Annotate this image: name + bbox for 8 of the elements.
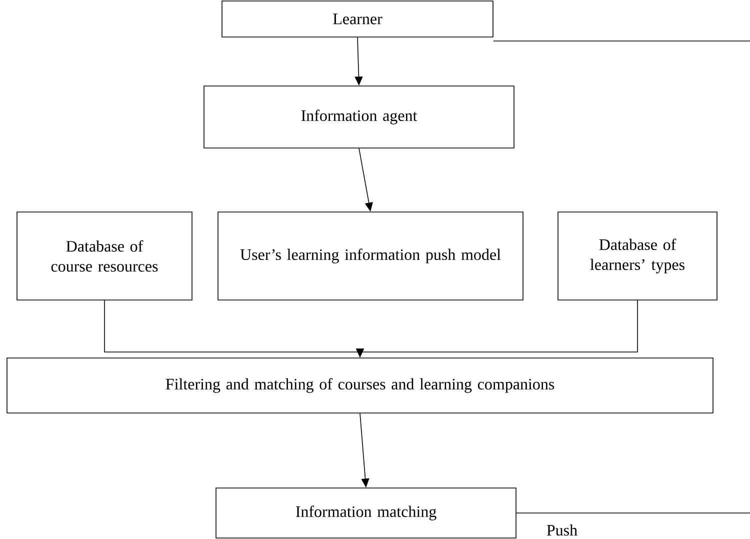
process-box: Database of learners’ types <box>558 212 718 300</box>
edge-label: Push <box>545 523 579 537</box>
process-box: Filtering and matching of courses and learning companions <box>6 358 714 414</box>
process-box: Information matching <box>216 488 516 538</box>
process-box: Database of course resources <box>16 212 192 300</box>
process-box: Information agent <box>204 86 514 148</box>
process-box: Learner <box>222 0 494 38</box>
process-box: User’s learning information push model <box>218 212 524 300</box>
